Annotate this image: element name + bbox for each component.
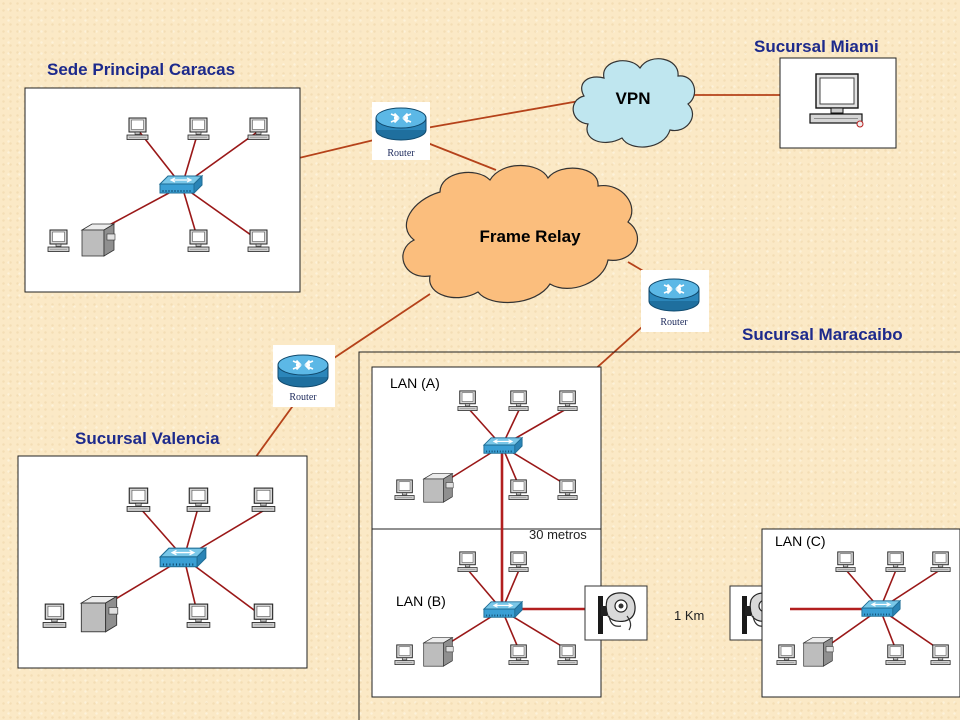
- maracaibo-router: [648, 278, 700, 312]
- site-title-maracaibo: Sucursal Maracaibo: [742, 325, 903, 344]
- frame-relay-cloud: Frame Relay: [402, 165, 639, 304]
- distance-ab-label: 30 metros: [529, 527, 587, 542]
- valencia-pc-1: [126, 487, 151, 512]
- caracas-pc-6: [247, 229, 270, 252]
- lan-c-switch: [861, 600, 901, 617]
- link-router-vpn: [425, 99, 586, 129]
- valencia-router-label: Router: [289, 392, 317, 403]
- valencia-switch: [159, 547, 207, 568]
- lan-c-pc-2: [885, 551, 906, 573]
- lan-a-pc-6: [557, 479, 578, 501]
- caracas-pc-5: [187, 229, 210, 252]
- caracas-printer: [81, 223, 116, 257]
- lan-b-pc-5: [557, 644, 578, 666]
- valencia-router: [277, 354, 329, 388]
- lan-b-pc-2: [508, 551, 529, 573]
- lan-a-label: LAN (A): [390, 375, 440, 391]
- vpn-cloud: VPN: [572, 58, 696, 148]
- lan-a-pc-3: [557, 390, 578, 412]
- caracas-switch: [159, 175, 203, 194]
- lan-c-pc-5: [885, 644, 906, 666]
- lan-a-switch: [483, 437, 523, 454]
- lan-b-pc-4: [508, 644, 529, 666]
- lan-b-printer: [423, 637, 454, 667]
- miami-pc: [809, 73, 864, 128]
- maracaibo-router-label: Router: [660, 317, 688, 328]
- site-title-miami: Sucursal Miami: [754, 37, 879, 56]
- distance-bc-label: 1 Km: [674, 608, 704, 623]
- valencia-pc-5: [186, 603, 211, 628]
- lan-c-printer: [803, 637, 834, 667]
- valencia-pc-2: [186, 487, 211, 512]
- valencia-pc-6: [251, 603, 276, 628]
- lan-b-label: LAN (B): [396, 593, 446, 609]
- lan-c-pc-3: [930, 551, 951, 573]
- lan-c-label: LAN (C): [775, 533, 826, 549]
- lan-b-switch: [483, 601, 523, 618]
- lan-c-pc-6: [930, 644, 951, 666]
- lan-b-pc-3: [394, 644, 415, 666]
- main-router: [375, 107, 427, 141]
- caracas-pc-3: [247, 117, 270, 140]
- lan-c-pc-1: [835, 551, 856, 573]
- lan-a-pc-1: [457, 390, 478, 412]
- site-title-valencia: Sucursal Valencia: [75, 429, 220, 448]
- lan-c-frame: [761, 528, 960, 698]
- caracas-pc-4: [47, 229, 70, 252]
- lan-a-pc-4: [394, 479, 415, 501]
- lan-a-pc-2: [508, 390, 529, 412]
- site-title-caracas: Sede Principal Caracas: [47, 60, 235, 79]
- main-router-label: Router: [387, 148, 415, 159]
- link-router-frame-relay: [419, 139, 497, 171]
- vpn-label: VPN: [616, 89, 651, 108]
- caracas-pc-1: [126, 117, 149, 140]
- link-frame-relay-valencia-router: [327, 293, 431, 363]
- frame-relay-label: Frame Relay: [479, 227, 581, 246]
- lan-a-pc-5: [508, 479, 529, 501]
- valencia-printer: [80, 595, 119, 633]
- valencia-pc-3: [251, 487, 276, 512]
- caracas-pc-2: [187, 117, 210, 140]
- lan-b-pc-1: [457, 551, 478, 573]
- lan-a-printer: [423, 473, 454, 503]
- maracaibo-frame: [358, 351, 960, 720]
- valencia-pc-4: [42, 603, 67, 628]
- lan-c-pc-4: [776, 644, 797, 666]
